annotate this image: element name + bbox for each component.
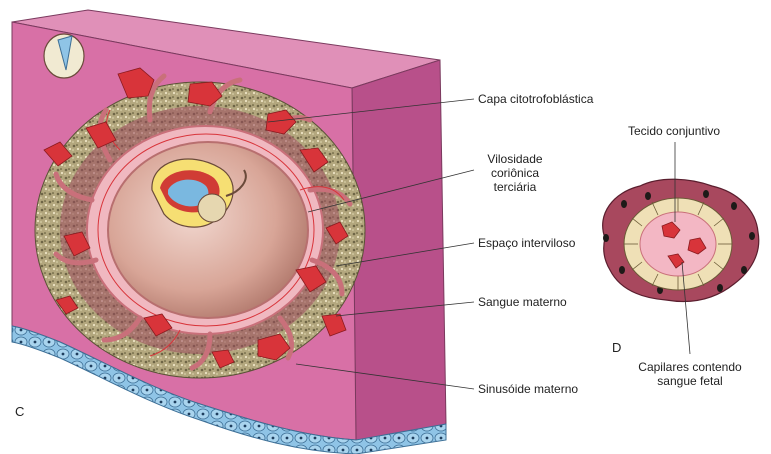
- label-tecido-conjuntivo: Tecido conjuntivo: [628, 124, 721, 138]
- block-side-face: [351, 59, 447, 451]
- panel-letter-c: C: [15, 404, 25, 419]
- label-vilosidade-coriônica-terciaria: Vilosidade coriônica terciária: [470, 152, 560, 194]
- fetal-capillaries: [661, 221, 707, 269]
- label-vilosidade-line1: Vilosidade: [487, 152, 543, 166]
- label-capa-citotrofoblastica: Capa citotrofoblástica: [478, 92, 594, 106]
- uterine-epithelium: [11, 325, 447, 454]
- label-sangue-materno: Sangue materno: [478, 295, 567, 309]
- label-capilares-line2: sangue fetal: [657, 374, 723, 388]
- villus-cross-section: [602, 178, 760, 303]
- panel-letter-d: D: [612, 340, 622, 355]
- label-sinusoide-materno: Sinusóide materno: [478, 382, 579, 396]
- leader-lines: [267, 98, 691, 390]
- implantation-site: [34, 67, 366, 379]
- label-espaco-interviloso: Espaço interviloso: [478, 236, 576, 250]
- label-capilares-sangue-fetal: Capilares contendo sangue fetal: [630, 360, 750, 388]
- connective-tissue-core: [639, 211, 717, 277]
- label-vilosidade-line2: coriônica: [490, 166, 540, 180]
- label-capilares-line1: Capilares contendo: [638, 360, 742, 374]
- embryo: [151, 158, 247, 228]
- uterine-gland: [43, 33, 85, 79]
- label-vilosidade-line3: terciária: [493, 180, 537, 194]
- maternal-blood-lakes: [43, 67, 349, 369]
